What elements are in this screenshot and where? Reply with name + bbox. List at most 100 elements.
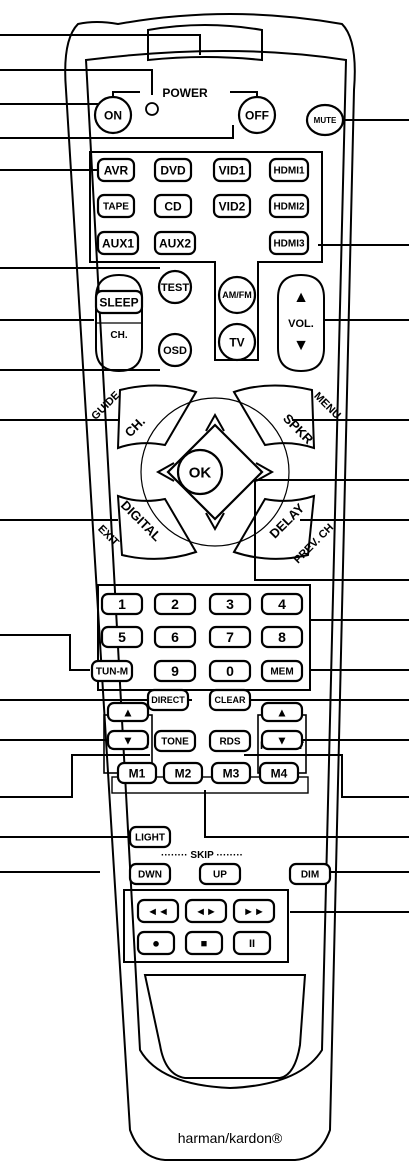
ch-quadrant-button[interactable]: [116, 384, 198, 450]
n6-button[interactable]: 6: [153, 625, 197, 649]
play-button[interactable]: ◄►: [184, 898, 228, 924]
pause-button[interactable]: II: [232, 930, 272, 956]
dpad-left-icon[interactable]: [155, 462, 175, 482]
dvd-button-shape[interactable]: [153, 157, 193, 183]
mem-button-shape[interactable]: [260, 659, 304, 683]
m1-button-shape[interactable]: [116, 761, 158, 785]
preset-down-button-shape[interactable]: [260, 729, 304, 751]
tuning-up-button-shape[interactable]: [106, 701, 150, 723]
n0-button-shape[interactable]: [208, 659, 252, 683]
n8-button-shape[interactable]: [260, 625, 304, 649]
preset-up-button-shape[interactable]: [260, 701, 304, 723]
n3-button[interactable]: 3: [208, 592, 252, 616]
pause-button-shape[interactable]: [232, 930, 272, 956]
m3-button[interactable]: M3: [210, 761, 252, 785]
m2-button-shape[interactable]: [162, 761, 204, 785]
n8-button[interactable]: 8: [260, 625, 304, 649]
aux1-button-shape[interactable]: [96, 230, 140, 256]
hdmi2-button-shape[interactable]: [268, 193, 310, 219]
tuning-down-button-shape[interactable]: [106, 729, 150, 751]
ch-rocker[interactable]: [95, 273, 143, 373]
dim-button-shape[interactable]: [288, 862, 332, 886]
n7-button-shape[interactable]: [208, 625, 252, 649]
rew-button[interactable]: ◄◄: [136, 898, 180, 924]
off-button-shape[interactable]: [237, 95, 277, 135]
mute-button-shape[interactable]: [305, 103, 345, 137]
cd-button-shape[interactable]: [153, 193, 193, 219]
sleep-button-shape[interactable]: [94, 289, 144, 315]
cd-button[interactable]: CD: [153, 193, 193, 219]
light-button-shape[interactable]: [128, 825, 172, 849]
n2-button[interactable]: 2: [153, 592, 197, 616]
test-button-shape[interactable]: [157, 269, 193, 305]
direct-button-shape[interactable]: [146, 688, 190, 712]
stop-button[interactable]: ■: [184, 930, 224, 956]
rds-button-shape[interactable]: [208, 729, 252, 753]
aux1-button[interactable]: AUX1: [96, 230, 140, 256]
dim-button[interactable]: DIM: [288, 862, 332, 886]
dwn-button-shape[interactable]: [128, 862, 172, 886]
play-button-shape[interactable]: [184, 898, 228, 924]
direct-button[interactable]: DIRECT: [146, 688, 190, 712]
n4-button[interactable]: 4: [260, 592, 304, 616]
tape-button-shape[interactable]: [96, 193, 136, 219]
up-button[interactable]: UP: [198, 862, 242, 886]
ok-button[interactable]: OK: [176, 448, 224, 496]
ff-button-shape[interactable]: [232, 898, 276, 924]
tunm-button-shape[interactable]: [90, 659, 134, 683]
vid1-button-shape[interactable]: [212, 157, 252, 183]
n3-button-shape[interactable]: [208, 592, 252, 616]
stop-button-shape[interactable]: [184, 930, 224, 956]
tv-button[interactable]: TV: [217, 322, 257, 362]
vid2-button-shape[interactable]: [212, 193, 252, 219]
hdmi3-button-shape[interactable]: [268, 230, 310, 256]
m2-button[interactable]: M2: [162, 761, 204, 785]
vid2-button[interactable]: VID2: [212, 193, 252, 219]
osd-button-shape[interactable]: [157, 332, 193, 368]
tuning-up-button[interactable]: ▲: [106, 701, 150, 723]
n2-button-shape[interactable]: [153, 592, 197, 616]
n9-button-shape[interactable]: [153, 659, 197, 683]
tape-button[interactable]: TAPE: [96, 193, 136, 219]
ff-button[interactable]: ►►: [232, 898, 276, 924]
hdmi2-button[interactable]: HDMI2: [268, 193, 310, 219]
vid1-button[interactable]: VID1: [212, 157, 252, 183]
vol-up-icon[interactable]: ▲: [293, 289, 309, 306]
dpad-down-icon[interactable]: [205, 512, 225, 532]
m4-button[interactable]: M4: [258, 761, 300, 785]
mute-button[interactable]: MUTE: [305, 103, 345, 137]
tv-button-shape[interactable]: [217, 322, 257, 362]
n7-button[interactable]: 7: [208, 625, 252, 649]
ok-button-shape[interactable]: [176, 448, 224, 496]
avr-button[interactable]: AVR: [96, 157, 136, 183]
n5-button[interactable]: 5: [100, 625, 144, 649]
m1-button[interactable]: M1: [116, 761, 158, 785]
tuning-down-button[interactable]: ▼: [106, 729, 150, 751]
m3-button-shape[interactable]: [210, 761, 252, 785]
rec-button[interactable]: ●: [136, 930, 176, 956]
up-button-shape[interactable]: [198, 862, 242, 886]
vol-down-icon[interactable]: ▼: [293, 337, 309, 354]
amfm-button-shape[interactable]: [217, 275, 257, 315]
off-button[interactable]: OFF: [237, 95, 277, 135]
sleep-button[interactable]: SLEEP: [94, 289, 144, 315]
dpad-right-icon[interactable]: [255, 462, 275, 482]
tunm-button[interactable]: TUN-M: [90, 659, 134, 683]
n9-button[interactable]: 9: [153, 659, 197, 683]
clear-button[interactable]: CLEAR: [208, 688, 252, 712]
amfm-button[interactable]: AM/FM: [217, 275, 257, 315]
hdmi3-button[interactable]: HDMI3: [268, 230, 310, 256]
n1-button[interactable]: 1: [100, 592, 144, 616]
test-button[interactable]: TEST: [157, 269, 193, 305]
n1-button-shape[interactable]: [100, 592, 144, 616]
aux2-button-shape[interactable]: [153, 230, 197, 256]
n6-button-shape[interactable]: [153, 625, 197, 649]
hdmi1-button-shape[interactable]: [268, 157, 310, 183]
n5-button-shape[interactable]: [100, 625, 144, 649]
mem-button[interactable]: MEM: [260, 659, 304, 683]
light-button[interactable]: LIGHT: [128, 825, 172, 849]
digital-quadrant-button[interactable]: [116, 494, 198, 560]
dwn-button[interactable]: DWN: [128, 862, 172, 886]
aux2-button[interactable]: AUX2: [153, 230, 197, 256]
on-button-shape[interactable]: [93, 95, 133, 135]
